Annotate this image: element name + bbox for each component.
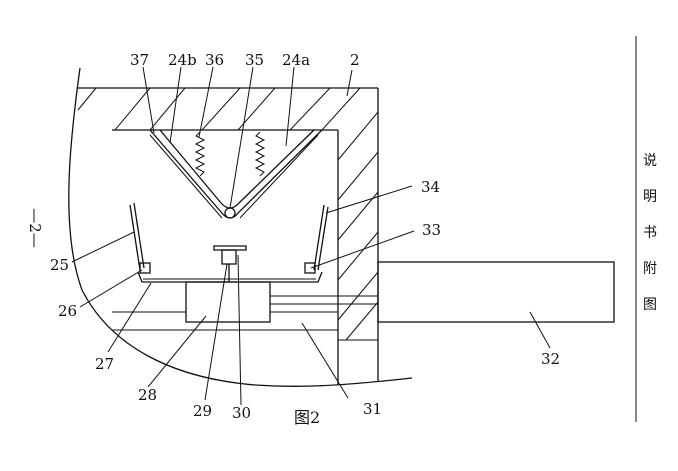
reference-numerals: 37 24b 36 35 24a 2 34 33 25 26 27 28 29 … [50,51,560,422]
numeral-28: 28 [138,386,157,404]
numeral-2: 2 [350,51,360,69]
lower-structure [112,281,378,331]
side-label-char-1: 说 [643,153,657,169]
housing [68,67,413,387]
numeral-27: 27 [95,355,114,373]
numeral-32: 32 [541,350,560,368]
leader-lines [71,66,551,406]
numeral-34: 34 [421,178,440,196]
numeral-30: 30 [232,404,251,422]
top-wall-hatching [77,87,361,131]
springs [194,131,266,177]
figure-caption: 图2 [294,408,320,427]
side-label-char-5: 图 [643,297,657,313]
numeral-31: 31 [363,400,382,418]
right-wall-hatching [337,111,379,341]
numeral-37: 37 [130,51,149,69]
numeral-26: 26 [58,302,77,320]
side-label: 说 明 书 附 图 [643,153,657,313]
numeral-35: 35 [245,51,264,69]
numeral-24b: 24b [168,51,197,69]
numeral-29: 29 [193,402,212,420]
numeral-36: 36 [205,51,224,69]
numeral-24a: 24a [282,51,310,69]
side-unit [377,261,615,323]
side-label-char-3: 书 [643,225,657,241]
numeral-25: 25 [50,256,69,274]
side-label-char-2: 明 [643,189,657,205]
page-marker: —2— [26,208,44,248]
central-post [213,245,247,282]
numeral-33: 33 [422,221,441,239]
side-label-char-4: 附 [643,261,657,277]
